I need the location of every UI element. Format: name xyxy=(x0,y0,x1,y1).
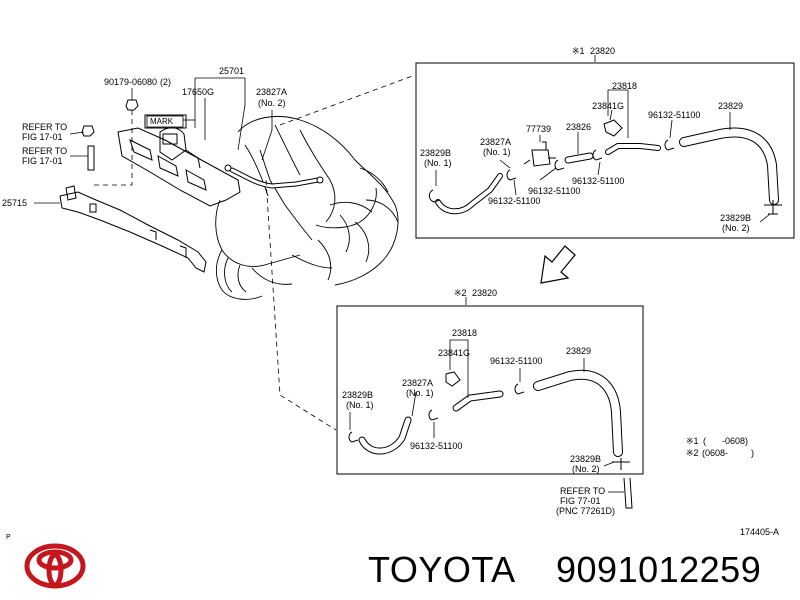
box2-label-96132-top: 96132-51100 xyxy=(490,356,543,366)
box1-label-96132-l: 96132-51100 xyxy=(488,196,541,206)
nut-refer-1 xyxy=(81,125,95,137)
part-number: 9091012259 xyxy=(556,549,762,590)
label-17650g: 17650G xyxy=(182,87,215,97)
box1-label-23827a-sub: (No. 1) xyxy=(483,147,511,157)
box1-label-23826: 23826 xyxy=(566,122,592,132)
box1-label-96132-m2: 96132-51100 xyxy=(528,186,581,196)
box1-label-23841g: 23841G xyxy=(592,101,625,111)
direction-arrow xyxy=(540,245,576,284)
note-1-range: -0608) xyxy=(722,436,749,446)
mark-label: MARK xyxy=(150,117,174,126)
box2-label-23829: 23829 xyxy=(566,346,592,356)
box2-refer-line1: REFER TO xyxy=(560,486,606,496)
box2-parts xyxy=(348,369,633,509)
note-2-mark: ※2 xyxy=(686,448,699,458)
box2-refer-line2: FIG 77-01 xyxy=(560,496,601,506)
box1-title-part: 23820 xyxy=(590,46,616,56)
box2-label-23829b2: 23829B xyxy=(570,454,602,464)
dashed-connectors xyxy=(90,74,416,431)
box1-label-23827a: 23827A xyxy=(480,137,512,147)
diagram-ref-code: 174405-A xyxy=(740,527,780,537)
refer-to-1-line1: REFER TO xyxy=(22,122,68,132)
engine-outline xyxy=(215,115,399,300)
box2-title-part: 23820 xyxy=(472,288,498,298)
leader-lines-box2 xyxy=(349,297,624,493)
box2-label-23841g: 23841G xyxy=(438,348,471,358)
box2-label-23827a: 23827A xyxy=(402,378,434,388)
box2-title-mark: ※2 xyxy=(454,288,467,298)
box1-label-23829b: 23829B xyxy=(420,148,452,158)
lower-bracket-25715 xyxy=(59,185,207,273)
bolt-refer-2 xyxy=(87,145,95,171)
box2-label-23829b2-sub: (No. 2) xyxy=(572,464,600,474)
nut-90179 xyxy=(125,99,139,111)
box1-title-mark: ※1 xyxy=(572,46,585,56)
note-1-paren: ( xyxy=(703,436,706,446)
note-2-paren: ) xyxy=(751,448,754,458)
label-90179: 90179-06080 xyxy=(104,77,158,87)
box2-label-23827a-sub: (No. 1) xyxy=(406,388,434,398)
box2-label-23829b-sub: (No. 1) xyxy=(346,400,374,410)
small-mark: P xyxy=(6,534,11,541)
box1-label-96132-top: 96132-51100 xyxy=(648,110,701,120)
box2-refer-line3: (PNC 77261D) xyxy=(556,506,616,516)
box1-label-23829b2: 23829B xyxy=(720,213,752,223)
box1-label-23829: 23829 xyxy=(718,101,744,111)
note-2-range: (0608- xyxy=(702,448,729,458)
refer-to-2-line1: REFER TO xyxy=(22,146,68,156)
refer-to-2-line2: FIG 17-01 xyxy=(22,156,63,166)
label-25715: 25715 xyxy=(2,198,28,208)
detail-box-1-frame xyxy=(415,62,795,239)
box1-label-96132-m1: 96132-51100 xyxy=(572,176,625,186)
box1-label-23829b2-sub: (No. 2) xyxy=(722,223,750,233)
box1-label-23829b-sub: (No. 1) xyxy=(424,158,452,168)
bracket-assembly xyxy=(117,114,241,207)
label-25701: 25701 xyxy=(219,66,245,76)
box2-label-96132-bot: 96132-51100 xyxy=(410,441,463,451)
leader-lines-box1 xyxy=(435,55,771,223)
toyota-logo-icon xyxy=(24,543,86,589)
box1-parts xyxy=(428,119,782,215)
label-90179-qty: (2) xyxy=(160,77,171,87)
brand-name: TOYOTA xyxy=(368,549,516,590)
box1-label-77739: 77739 xyxy=(526,124,552,134)
leader-lines-main xyxy=(34,77,273,204)
label-23827a-main: 23827A xyxy=(256,87,288,97)
detail-box-2-frame xyxy=(336,305,644,475)
refer-to-1-line2: FIG 17-01 xyxy=(22,132,63,142)
box2-label-23829b: 23829B xyxy=(342,390,374,400)
label-23827a-main-sub: (No. 2) xyxy=(258,98,286,108)
box2-label-23818: 23818 xyxy=(452,328,478,338)
note-1-mark: ※1 xyxy=(686,436,699,446)
box1-label-23818: 23818 xyxy=(612,81,638,91)
